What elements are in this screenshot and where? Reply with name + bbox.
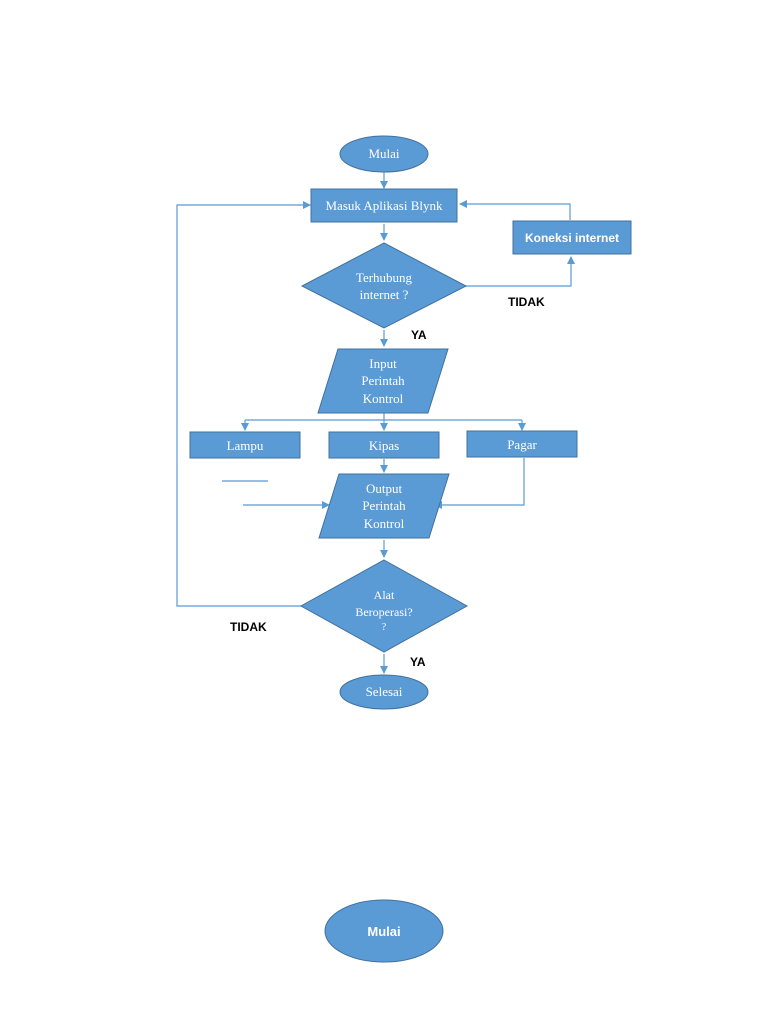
arrow-decision-to-reconnect — [465, 256, 575, 287]
app-process: Masuk Aplikasi Blynk — [310, 188, 458, 223]
input-line-3: Kontrol — [363, 391, 404, 406]
end-label: Selesai — [366, 684, 403, 699]
label-ya-internet: YA — [411, 328, 427, 342]
lampu-label: Lampu — [227, 438, 264, 453]
device-decision-line-2: Beroperasi? — [355, 605, 412, 619]
second-start-label: Mulai — [367, 924, 400, 939]
internet-decision: Terhubung internet ? — [300, 242, 468, 329]
reconnect-label: Koneksi internet — [525, 231, 619, 245]
device-lampu: Lampu — [189, 431, 301, 459]
output-io: Output Perintah Kontrol — [318, 473, 450, 539]
second-start-terminator: Mulai — [324, 899, 444, 963]
device-decision-line-1: Alat — [374, 588, 395, 602]
reconnect-process: Koneksi internet — [512, 220, 632, 255]
arrow-reconnect-to-app — [459, 200, 571, 220]
end-terminator: Selesai — [339, 674, 429, 710]
input-line-1: Input — [369, 356, 397, 371]
kipas-label: Kipas — [369, 438, 399, 453]
internet-decision-line-2: internet ? — [360, 287, 409, 302]
arrow-pagar-to-output — [434, 458, 525, 509]
label-ya-device: YA — [410, 655, 426, 669]
start-label: Mulai — [368, 146, 399, 161]
device-pagar: Pagar — [466, 430, 578, 458]
arrow-decision-back-to-app — [176, 201, 311, 607]
device-decision: Alat Beroperasi? ? — [299, 559, 469, 653]
label-tidak-device: TIDAK — [230, 620, 267, 634]
device-kipas: Kipas — [328, 431, 440, 459]
input-line-2: Perintah — [361, 373, 405, 388]
app-label: Masuk Aplikasi Blynk — [325, 198, 443, 213]
input-io: Input Perintah Kontrol — [317, 348, 449, 414]
pagar-label: Pagar — [507, 437, 537, 452]
start-terminator: Mulai — [339, 135, 429, 173]
internet-decision-line-1: Terhubung — [356, 270, 413, 285]
output-line-2: Perintah — [362, 498, 406, 513]
label-tidak-internet: TIDAK — [508, 295, 545, 309]
output-line-3: Kontrol — [364, 516, 405, 531]
device-decision-line-3: ? — [382, 622, 387, 633]
output-line-1: Output — [366, 481, 403, 496]
